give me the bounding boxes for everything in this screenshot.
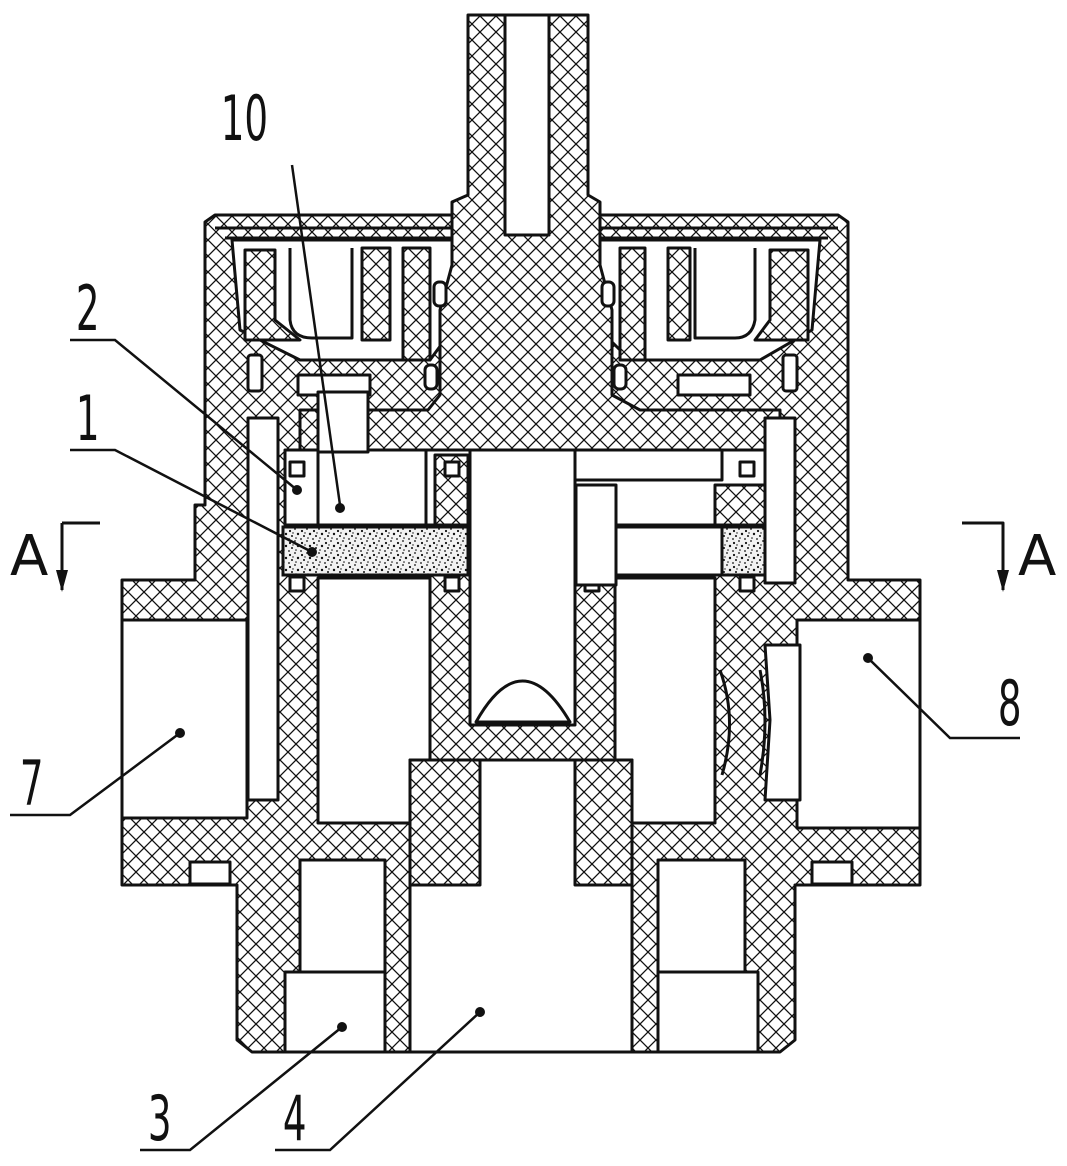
- dot-1: [307, 547, 317, 557]
- base-notch-right: [810, 860, 854, 886]
- dot-8: [863, 653, 873, 663]
- cap-cup-right: [693, 248, 757, 340]
- bottom-port-right-upper: [656, 858, 747, 974]
- disc-nub-4: [288, 575, 306, 593]
- seal-3: [423, 363, 439, 391]
- cap-block-right-2: [666, 246, 692, 342]
- cap-block-right-3: [753, 248, 810, 342]
- disc-hatch-right: [713, 483, 767, 527]
- outlet-valve-curve: [718, 669, 767, 776]
- bottom-port-4-step: [408, 758, 482, 887]
- section-label-left: A: [10, 524, 48, 589]
- seal-4: [612, 363, 628, 391]
- seal-5: [246, 353, 264, 393]
- section-arrow-left: [56, 570, 68, 592]
- dot-4: [475, 1007, 485, 1017]
- cap-block-left-3: [401, 246, 432, 362]
- bottom-port-4-step-r: [573, 758, 634, 887]
- upper-seat-right: [676, 373, 752, 397]
- dot-2: [292, 485, 302, 495]
- dot-10: [335, 503, 345, 513]
- leader-8: [867, 657, 1020, 740]
- disc-nub-2: [443, 460, 461, 478]
- base-notch-left: [188, 860, 232, 886]
- center-chamber: [468, 448, 577, 727]
- section-label-right: A: [1018, 524, 1056, 589]
- seal-2: [600, 280, 616, 308]
- part-label-10: 10: [221, 84, 268, 156]
- dot-7: [175, 728, 185, 738]
- part-label-4: 4: [283, 1084, 307, 1156]
- disc-nub-1: [288, 460, 306, 478]
- cap-block-left-2: [360, 246, 392, 342]
- inlet-port-7: [120, 618, 249, 820]
- seal-1: [432, 280, 448, 308]
- disc-nub-5: [443, 575, 461, 593]
- leader-7: [10, 731, 181, 817]
- spindle-bore: [503, 13, 551, 237]
- center-rod: [574, 483, 618, 587]
- leader-3: [140, 1026, 343, 1152]
- bottom-port-3: [283, 970, 387, 1054]
- cap-cup-left: [288, 248, 354, 340]
- bottom-port-right: [656, 970, 760, 1054]
- disc-opening: [316, 448, 428, 527]
- disc-nub-3: [738, 460, 756, 478]
- seal-6: [781, 353, 799, 393]
- outlet-valve-element: [763, 643, 802, 802]
- leader-1: [70, 448, 313, 554]
- part-label-3: 3: [148, 1084, 172, 1156]
- cap-block-left-1: [243, 248, 302, 342]
- disc-nub-7: [738, 575, 756, 593]
- section-mark-right: [962, 521, 1005, 590]
- bottom-port-3-upper: [298, 858, 387, 974]
- outlet-port-8: [795, 618, 922, 830]
- cap-block-right-1: [618, 246, 647, 362]
- leader-10: [290, 164, 342, 506]
- dot-3: [337, 1022, 347, 1032]
- part-label-2: 2: [76, 274, 100, 346]
- ceramic-disc-right-gap: [610, 525, 724, 577]
- section-mark-left: [60, 521, 100, 590]
- part-label-8: 8: [998, 669, 1022, 741]
- part-label-7: 7: [20, 749, 44, 821]
- part-label-1: 1: [76, 384, 100, 456]
- leader-2: [70, 338, 298, 491]
- right-vertical-channel: [763, 416, 797, 585]
- left-vertical-channel: [246, 416, 280, 802]
- section-arrow-right: [997, 570, 1009, 592]
- center-chamber-dome: [474, 679, 572, 724]
- leader-4: [275, 1011, 481, 1152]
